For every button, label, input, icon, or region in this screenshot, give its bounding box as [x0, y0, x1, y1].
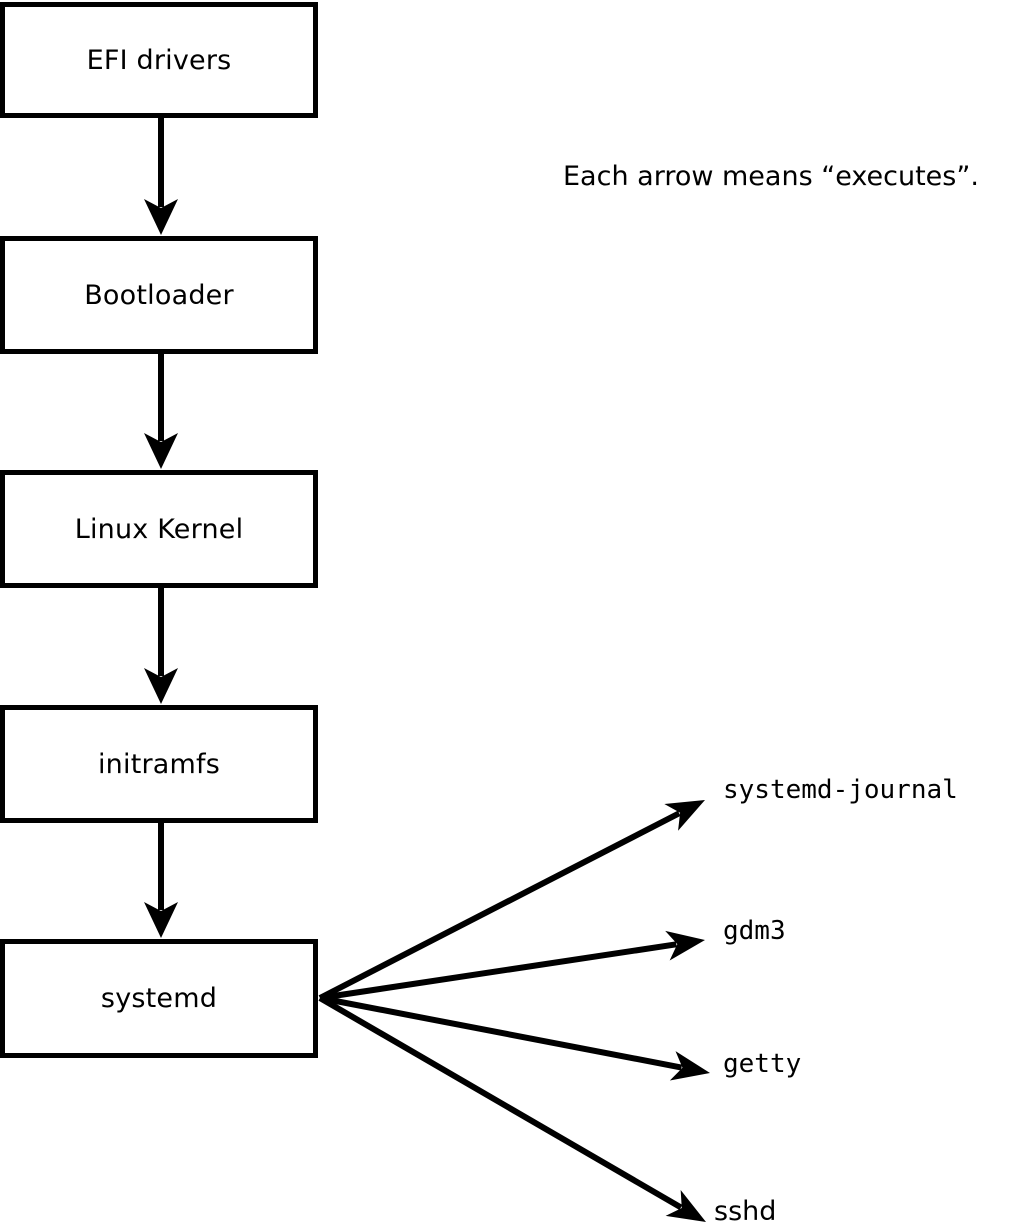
chain-arrow-linux-kernel-to-initramfs-head	[144, 668, 178, 704]
service-label-sshd: sshd	[714, 1196, 777, 1227]
service-label-systemd-journal: systemd-journal	[723, 775, 958, 805]
fanout-arrow-getty-shaft	[319, 995, 683, 1071]
chain-arrow-efi-drivers-to-bootloader-head	[144, 199, 178, 235]
stage-label-linux-kernel: Linux Kernel	[74, 513, 244, 545]
fanout-arrow-sshd-head	[665, 1189, 706, 1222]
stage-label-bootloader: Bootloader	[84, 279, 234, 311]
fanout-arrow-systemd-journal-head	[664, 800, 705, 831]
fanout-arrow-getty-head	[669, 1051, 710, 1081]
fanout-arrow-gdm3-head	[665, 930, 705, 961]
fanout-arrow-group	[318, 800, 710, 1222]
stage-box-initramfs[interactable]: initramfs	[0, 705, 318, 823]
service-label-getty: getty	[723, 1049, 802, 1079]
chain-arrow-group	[144, 118, 178, 938]
chain-arrow-initramfs-to-systemd-head	[144, 902, 178, 938]
stage-box-systemd[interactable]: systemd	[0, 939, 318, 1058]
service-label-gdm3: gdm3	[723, 916, 786, 946]
stage-label-efi-drivers: EFI drivers	[86, 44, 232, 76]
stage-label-systemd: systemd	[100, 983, 218, 1014]
legend-note: Each arrow means “executes”.	[563, 161, 979, 192]
fanout-arrow-systemd-journal-shaft	[318, 810, 681, 1001]
fanout-arrow-gdm3-shaft	[319, 941, 677, 1001]
fanout-arrow-sshd-shaft	[318, 995, 683, 1211]
stage-box-linux-kernel[interactable]: Linux Kernel	[0, 470, 318, 588]
stage-label-initramfs: initramfs	[97, 748, 221, 780]
chain-arrow-bootloader-to-linux-kernel-head	[144, 433, 178, 469]
stage-box-bootloader[interactable]: Bootloader	[0, 236, 318, 354]
stage-box-efi-drivers[interactable]: EFI drivers	[0, 2, 318, 118]
